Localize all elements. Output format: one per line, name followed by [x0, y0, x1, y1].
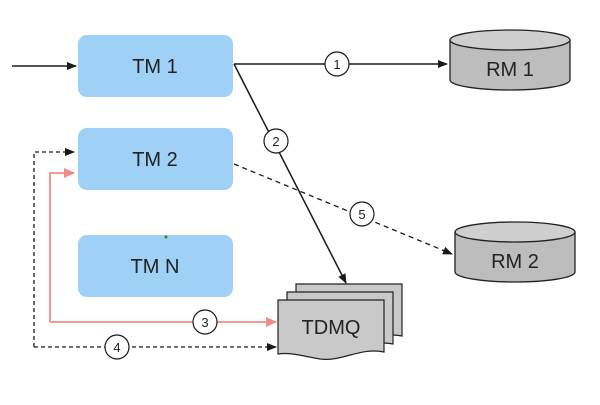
tm2-label: TM 2	[132, 149, 178, 171]
rm2-label: RM 2	[491, 251, 539, 273]
step-3-marker: 3	[192, 309, 218, 335]
tdmq-label: TDMQ	[302, 317, 361, 339]
tm1-node: TM 1	[78, 35, 233, 97]
step-4-arrow	[33, 148, 75, 347]
step-5-marker: 5	[349, 201, 375, 227]
step-2-label: 2	[272, 134, 279, 149]
tmn-dot	[164, 235, 168, 239]
step-4-label: 4	[113, 340, 120, 355]
step-4-marker: 4	[104, 334, 130, 360]
step-1-marker: 1	[324, 51, 350, 77]
tmn-label: TM N	[131, 256, 180, 278]
step-3-arrow	[49, 168, 75, 322]
step-2-marker: 2	[263, 128, 289, 154]
step-5-label: 5	[358, 207, 365, 222]
tmn-node: TM N	[78, 235, 233, 297]
tm2-node: TM 2	[78, 128, 233, 190]
rm1-label: RM 1	[486, 59, 534, 81]
tm1-label: TM 1	[132, 56, 178, 78]
step-2-arrow	[233, 63, 347, 284]
tdmq-node: TDMQ	[277, 283, 403, 360]
step-1-label: 1	[333, 57, 340, 72]
step-3-label: 3	[201, 315, 208, 330]
rm1-node: RM 1	[449, 29, 571, 91]
step-5-arrow	[233, 163, 453, 255]
rm2-node: RM 2	[454, 221, 576, 283]
